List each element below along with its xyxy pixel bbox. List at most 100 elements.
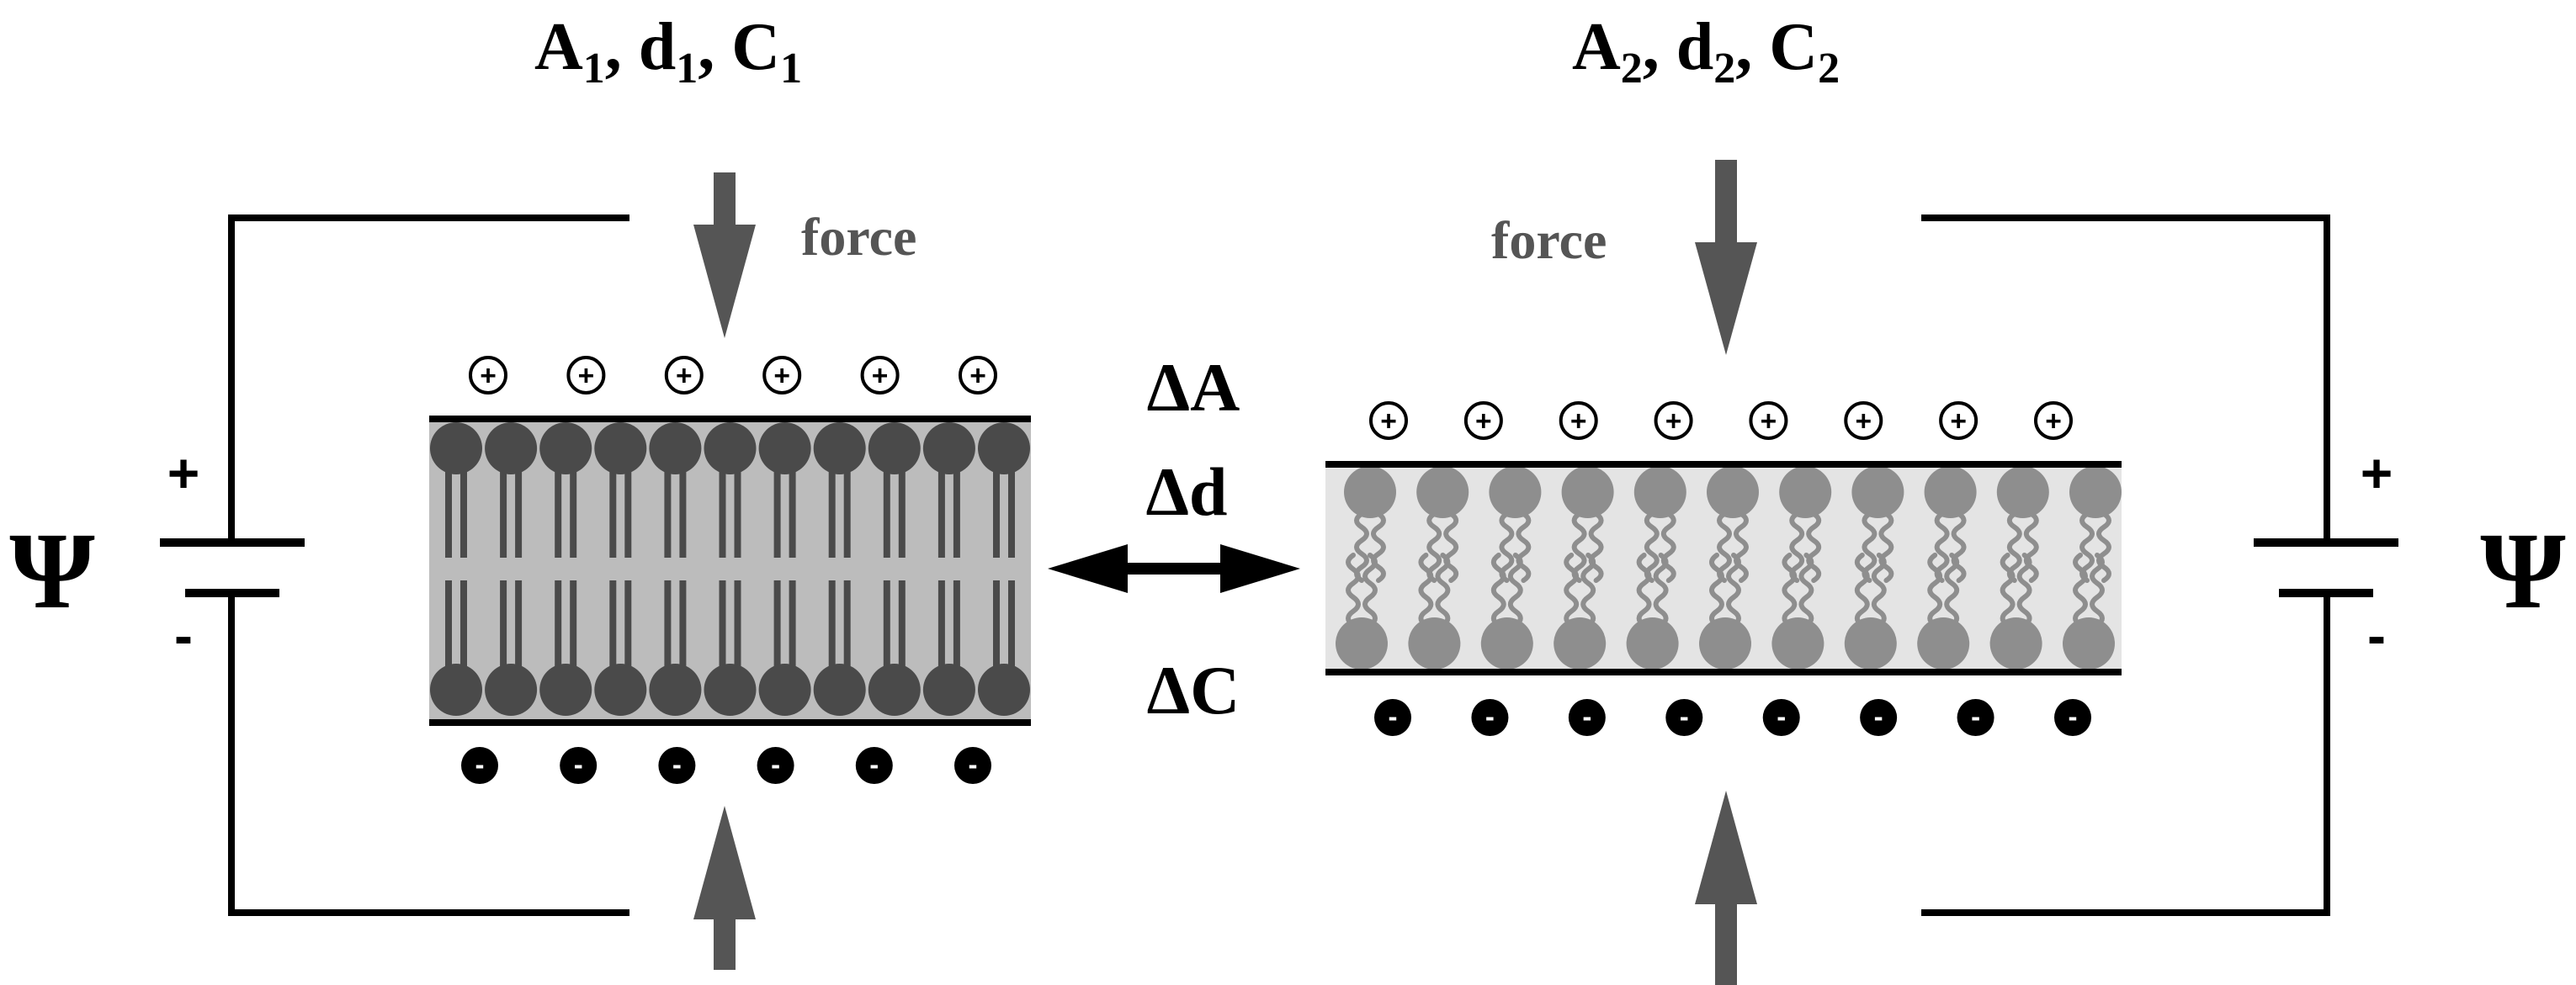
positive-ion: +: [1463, 401, 1503, 440]
negative-ion-disc: [1471, 699, 1509, 736]
right-param-d: d: [1676, 10, 1714, 84]
lipid-tail: [883, 580, 890, 680]
lipid-tail: [789, 458, 796, 558]
left-param-a: A: [534, 10, 583, 84]
right-negative-ions: --------: [1374, 699, 2091, 736]
negative-ion: -: [1568, 699, 1606, 736]
left-param-c: C: [731, 10, 780, 84]
lipid-tail: [719, 458, 726, 558]
lipid-tail: [664, 580, 672, 680]
right-param-a: A: [1572, 10, 1621, 84]
negative-ion-disc: [461, 747, 498, 784]
negative-ion-disc: [658, 747, 696, 784]
lipid-head: [1851, 466, 1904, 518]
lipid-head: [922, 664, 975, 716]
right-wire-bottom: [1921, 593, 2330, 916]
left-lipid-heads-bottom: [430, 664, 1030, 716]
lipid-tail: [555, 580, 562, 680]
lipid-tail: [789, 580, 796, 680]
negative-ion-sign: -: [1777, 701, 1786, 732]
double-arrow: [1048, 544, 1300, 593]
positive-ion: +: [860, 356, 900, 395]
lipid-tail: [500, 580, 507, 680]
lipid-tail: [679, 580, 687, 680]
lipid-head: [758, 664, 811, 716]
positive-ion-ring: [664, 356, 704, 395]
positive-ion-sign: +: [1761, 406, 1777, 437]
lipid-tail: [898, 580, 906, 680]
negative-ion-disc: [1860, 699, 1898, 736]
left-battery-short-plate: [185, 589, 279, 597]
lipid-tail: [883, 458, 890, 558]
left-params-title: A1, d1, C1: [534, 10, 802, 93]
right-lipid-heads-bottom: [1336, 617, 2115, 670]
negative-ion-sign: -: [1874, 701, 1883, 732]
negative-ion-disc: [2054, 699, 2091, 736]
negative-ion-disc: [1374, 699, 1411, 736]
positive-ion-sign: +: [480, 361, 497, 392]
right-battery-minus: -: [2367, 604, 2386, 666]
left-battery-plus: +: [167, 442, 200, 504]
right-force-label: force: [1491, 210, 1607, 270]
negative-ion: -: [1665, 699, 1703, 736]
positive-ion-sign: +: [969, 361, 986, 392]
lipid-head: [1480, 617, 1533, 670]
lipid-head: [1554, 617, 1607, 670]
lipid-tail: [734, 580, 741, 680]
left-battery-minus: -: [174, 604, 193, 666]
left-membrane-bottom-plate: [429, 719, 1031, 726]
right-param-c-sub: 2: [1818, 45, 1840, 93]
positive-ion: +: [1654, 401, 1693, 440]
negative-ion-sign: -: [672, 749, 682, 780]
lipid-head: [1489, 466, 1542, 518]
left-psi-symbol: Ψ: [9, 511, 94, 632]
positive-ion: +: [959, 356, 997, 395]
center-deltas: ΔA Δd ΔC: [1048, 349, 1300, 728]
positive-ion: +: [1559, 401, 1598, 440]
left-param-a-sub: 1: [583, 45, 605, 93]
lipid-head: [1633, 466, 1686, 518]
lipid-head: [1989, 617, 2042, 670]
negative-ion: -: [954, 747, 991, 784]
positive-ion-ring: [1749, 401, 1788, 440]
lipid-head: [2063, 617, 2115, 670]
left-param-d-sub: 1: [676, 45, 698, 93]
lipid-head: [539, 422, 592, 474]
left-positive-ions: ++++++: [469, 356, 997, 395]
positive-ion: +: [1939, 401, 1978, 440]
lipid-head: [2069, 466, 2122, 518]
left-panel: A1, d1, C1 + - Ψ force ++++++ ------: [9, 10, 1031, 970]
lipid-head: [1344, 466, 1396, 518]
right-panel: A2, d2, C2 + - Ψ force ++++++++ --------: [1325, 10, 2566, 985]
lipid-tail: [624, 458, 632, 558]
lipid-head: [1408, 617, 1461, 670]
positive-ion-ring: [860, 356, 900, 395]
positive-ion-sign: +: [1380, 406, 1397, 437]
lipid-head: [1924, 466, 1977, 518]
right-params-title: A2, d2, C2: [1572, 10, 1840, 93]
lipid-head: [430, 664, 482, 716]
positive-ion-sign: +: [1950, 406, 1967, 437]
positive-ion-sign: +: [1570, 406, 1587, 437]
lipid-tail: [515, 458, 523, 558]
left-negative-ions: ------: [461, 747, 991, 784]
lipid-tail: [993, 458, 1000, 558]
lipid-head: [1771, 617, 1824, 670]
positive-ion: +: [762, 356, 802, 395]
left-param-c-sub: 1: [780, 45, 802, 93]
left-battery: + - Ψ: [9, 442, 305, 666]
lipid-head: [868, 422, 921, 474]
negative-ion: -: [461, 747, 498, 784]
lipid-tail: [445, 580, 452, 680]
negative-ion-disc: [954, 747, 991, 784]
left-force-arrow-bottom: [693, 806, 756, 970]
lipid-tail: [953, 580, 960, 680]
right-param-c: C: [1769, 10, 1818, 84]
right-battery: + - Ψ: [2254, 442, 2566, 666]
left-battery-long-plate: [160, 538, 305, 547]
right-battery-plus: +: [2361, 442, 2393, 504]
right-psi-symbol: Ψ: [2480, 511, 2565, 632]
lipid-tail: [1008, 458, 1015, 558]
